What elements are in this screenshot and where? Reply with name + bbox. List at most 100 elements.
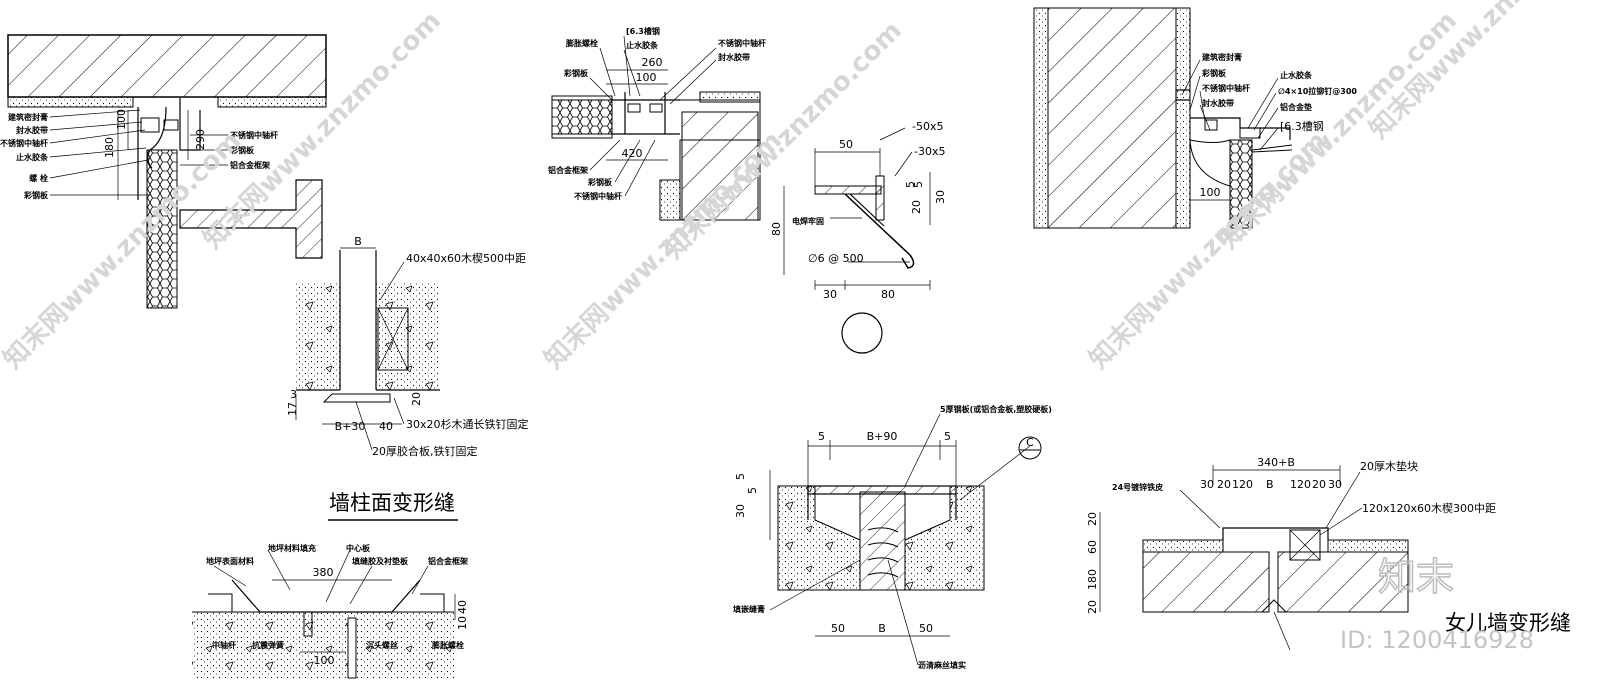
dim: 290 bbox=[194, 129, 207, 150]
dim: 180 bbox=[1086, 569, 1099, 590]
label: 膨胀螺栓 bbox=[431, 640, 464, 650]
label: 彩钢板 bbox=[1201, 68, 1227, 78]
dim: 5 bbox=[746, 487, 759, 494]
label: 彩钢板 bbox=[563, 68, 589, 78]
label: 铝合金垫 bbox=[1280, 102, 1312, 112]
label: 20厚木垫块 bbox=[1360, 459, 1418, 473]
drawing-title: 墙柱面变形缝 bbox=[329, 491, 455, 515]
section-circle bbox=[841, 312, 883, 354]
dim: 380 bbox=[313, 566, 334, 579]
detail-f-floor-joint: 地坪表面材料 地坪材料填充 中心板 填缝胶及衬垫板 铝合金框架 中轴杆 抗震弹簧… bbox=[192, 543, 469, 679]
label: 止水胶条 bbox=[626, 40, 659, 50]
label: 不锈钢中轴杆 bbox=[718, 38, 766, 48]
label: 填嵌缝膏 bbox=[733, 604, 765, 614]
dim: 20 bbox=[910, 200, 923, 214]
dim: 20 bbox=[1312, 478, 1326, 491]
label: 止水胶条 bbox=[16, 152, 49, 162]
dim: B+30 bbox=[335, 420, 366, 433]
dim: 100 bbox=[314, 654, 335, 667]
dim: 120 bbox=[1290, 478, 1311, 491]
dim: 260 bbox=[642, 56, 663, 69]
label: 不锈钢中轴杆 bbox=[0, 138, 48, 148]
label: 沥清麻丝填实 bbox=[918, 660, 966, 670]
dim: 10 bbox=[456, 616, 469, 630]
dim: B bbox=[1266, 478, 1274, 491]
label: 彩钢板 bbox=[23, 190, 49, 200]
label: 24号镀锌铁皮 bbox=[1112, 482, 1163, 492]
label: 封水胶带 bbox=[1202, 98, 1234, 108]
watermark-text: 知末网www.znzmo.com bbox=[0, 126, 247, 375]
dim: 5 bbox=[734, 473, 747, 480]
dim: 20 bbox=[410, 392, 423, 406]
detail-c-anchor: -50x5 -30x5 电焊牢固 ∅6 @ 500 50 5 5 20 30 8… bbox=[770, 120, 947, 354]
label: -50x5 bbox=[912, 120, 943, 133]
label: 彩钢板 bbox=[229, 145, 255, 155]
dim: 100 bbox=[115, 109, 128, 130]
sandwich-panel bbox=[146, 149, 178, 309]
detail-a-leaders bbox=[49, 109, 228, 200]
dim: 50 bbox=[839, 138, 853, 151]
label: 止水胶条 bbox=[1280, 70, 1313, 80]
label: 5厚钢板(或铝合金板,塑胶硬板) bbox=[940, 404, 1052, 414]
dim: 420 bbox=[622, 147, 643, 160]
detail-d-wall-joint: 建筑密封膏 彩钢板 不锈钢中轴杆 封水胶带 止水胶条 ∅4×10拉铆钉@300 … bbox=[1033, 7, 1357, 229]
label: 铝合金框架 bbox=[428, 556, 468, 566]
label: 30x20杉木通长铁钉固定 bbox=[406, 417, 529, 431]
dim: 5 bbox=[818, 430, 825, 443]
cover-plate bbox=[807, 485, 957, 495]
dim: 30 bbox=[734, 504, 747, 518]
label: 彩钢板 bbox=[587, 177, 613, 187]
detail-a-wall-joint: 建筑密封膏 封水胶带 不锈钢中轴杆 止水胶条 螺 栓 彩钢板 不锈钢中轴杆 彩钢… bbox=[0, 34, 327, 309]
dim: 17 bbox=[286, 402, 299, 416]
label: 电焊牢固 bbox=[792, 216, 824, 226]
label: ∅4×10拉铆钉@300 bbox=[1278, 86, 1357, 96]
dim: B bbox=[878, 622, 886, 635]
plaster-strip bbox=[7, 96, 134, 108]
dim: 30 bbox=[1200, 478, 1214, 491]
dim: 30 bbox=[823, 288, 837, 301]
label: ∅6 @ 500 bbox=[808, 252, 864, 265]
dim: 20 bbox=[1217, 478, 1231, 491]
label: 膨胀螺栓 bbox=[565, 38, 598, 48]
label: 120x120x60木楔300中距 bbox=[1362, 502, 1496, 515]
label: 抗震弹簧 bbox=[252, 640, 284, 650]
dim: 80 bbox=[881, 288, 895, 301]
detail-e-timber-joint: B 40x40x60木楔500中距 30x20杉木通长铁钉固定 20厚胶合板,铁… bbox=[286, 235, 529, 458]
dim: 20 bbox=[1086, 600, 1099, 614]
label: 不锈钢中轴杆 bbox=[1202, 83, 1250, 93]
callout-c: C bbox=[1026, 436, 1034, 449]
dim: 120 bbox=[1232, 478, 1253, 491]
steel-section bbox=[179, 179, 323, 259]
label: 不锈钢中轴杆 bbox=[230, 130, 278, 140]
label: -30x5 bbox=[914, 145, 945, 158]
dim: B+90 bbox=[867, 430, 898, 443]
dim: 180 bbox=[103, 137, 116, 158]
image-id: ID: 1200416928 bbox=[1340, 626, 1534, 654]
dim: 40 bbox=[456, 600, 469, 614]
slab bbox=[7, 34, 327, 98]
dim: 60 bbox=[1086, 540, 1099, 554]
dim: 5 bbox=[944, 430, 951, 443]
dim: 3 bbox=[290, 388, 297, 401]
label: 填缝胶及衬垫板 bbox=[352, 556, 409, 566]
dim: 100 bbox=[636, 71, 657, 84]
dim: 80 bbox=[770, 222, 783, 236]
detail-b-wall-joint: 膨胀螺栓 [6.3槽钢 止水胶条 彩钢板 不锈钢中轴杆 封水胶带 铝合金框架 彩… bbox=[548, 26, 766, 221]
dim: 340+B bbox=[1257, 456, 1295, 469]
dim: 30 bbox=[1328, 478, 1342, 491]
label: 不锈钢中轴杆 bbox=[574, 191, 622, 201]
label: 中轴杆 bbox=[212, 640, 236, 650]
label: 建筑密封膏 bbox=[1201, 52, 1242, 62]
label: 螺 栓 bbox=[29, 173, 48, 183]
label: 封水胶带 bbox=[16, 125, 48, 135]
dim: 100 bbox=[1200, 186, 1221, 199]
dim: 5 bbox=[912, 181, 925, 188]
label: 40x40x60木楔500中距 bbox=[406, 252, 526, 265]
label: [6.3槽钢 bbox=[626, 26, 660, 36]
label: 20厚胶合板,铁钉固定 bbox=[372, 444, 478, 458]
label: 铝合金框架 bbox=[548, 165, 588, 175]
dim: 50 bbox=[919, 622, 933, 635]
dim: 40 bbox=[379, 420, 393, 433]
detail-h-parapet-joint: 24号镀锌铁皮 20厚木垫块 120x120x60木楔300中距 女儿墙变形缝 … bbox=[1086, 456, 1571, 651]
